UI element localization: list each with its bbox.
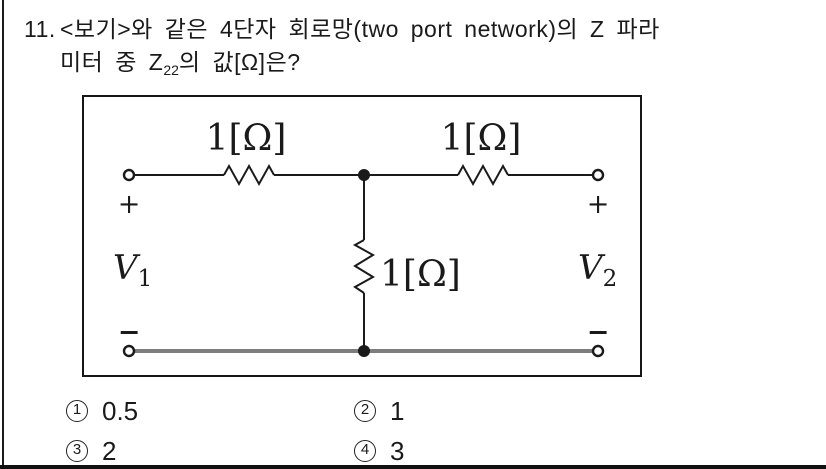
port1-terminal-minus	[122, 344, 136, 358]
choice-row-1: 1 0.5	[66, 398, 138, 424]
circuit-diagram: + − + − 1[Ω] 1[Ω] 1[Ω] V1 V2	[113, 118, 617, 358]
question-line-1: <보기>와 같은 4단자 회로망(two port network)의 Z 파라	[60, 16, 660, 42]
choice-3-number-badge: 3	[66, 440, 88, 462]
port1-voltage-label: V1	[113, 248, 152, 292]
choice-row-1b: 2 1	[354, 398, 404, 424]
choice-2-number-badge: 2	[354, 400, 376, 422]
port2-terminal-minus	[591, 344, 605, 358]
port2-minus-sign: −	[587, 317, 610, 348]
choice-2-label: 1	[390, 396, 405, 426]
port2-plus-sign: +	[587, 189, 610, 220]
junction-dot-top	[358, 169, 370, 181]
choice-1-number-badge: 1	[66, 400, 88, 422]
port1-plus-sign: +	[118, 189, 141, 220]
port1-voltage-subscript: 1	[138, 266, 153, 292]
question-line-2-pre: 미터 중 Z	[60, 49, 164, 75]
port1-minus-sign: −	[118, 317, 141, 348]
choice-1-label: 0.5	[102, 396, 139, 426]
circuit-figure: + − + − 1[Ω] 1[Ω] 1[Ω] V1 V2	[82, 95, 642, 377]
page-left-border	[2, 0, 4, 469]
question-text: <보기>와 같은 4단자 회로망(two port network)의 Z 파라…	[60, 13, 660, 87]
choice-4-label: 3	[390, 436, 405, 466]
z22-subscript: 22	[163, 62, 179, 78]
port1-voltage-symbol: V	[113, 248, 141, 288]
resistor-left-symbol	[223, 163, 275, 187]
choice-option-3[interactable]: 3 2	[66, 438, 116, 464]
choice-option-4[interactable]: 4 3	[354, 438, 404, 464]
choice-4-number-badge: 4	[354, 440, 376, 462]
resistor-right-symbol	[457, 163, 509, 187]
port2-terminal-plus	[591, 168, 605, 182]
resistor-right-value-label: 1[Ω]	[441, 118, 522, 159]
question-number: 11.	[24, 16, 56, 42]
question-block: 11. <보기>와 같은 4단자 회로망(two port network)의 …	[24, 13, 660, 87]
port2-voltage-label: V2	[578, 248, 617, 292]
choice-row-2b: 4 3	[354, 438, 404, 464]
choice-row-2: 3 2	[66, 438, 116, 464]
choice-option-1[interactable]: 1 0.5	[66, 398, 138, 424]
question-line-2: 미터 중 Z22의 값[Ω]은?	[60, 46, 660, 87]
choice-3-label: 2	[102, 436, 117, 466]
choice-option-2[interactable]: 2 1	[354, 398, 404, 424]
junction-dot-bottom	[358, 345, 370, 357]
port2-voltage-subscript: 2	[603, 266, 618, 292]
port1-terminal-plus	[122, 168, 136, 182]
resistor-left-value-label: 1[Ω]	[206, 118, 287, 159]
page-bottom-border	[0, 465, 826, 469]
port2-voltage-symbol: V	[578, 248, 606, 288]
question-line-2-post: 의 값[Ω]은?	[178, 49, 301, 75]
resistor-shunt-value-label: 1[Ω]	[380, 254, 461, 295]
resistor-shunt-symbol	[352, 239, 375, 294]
